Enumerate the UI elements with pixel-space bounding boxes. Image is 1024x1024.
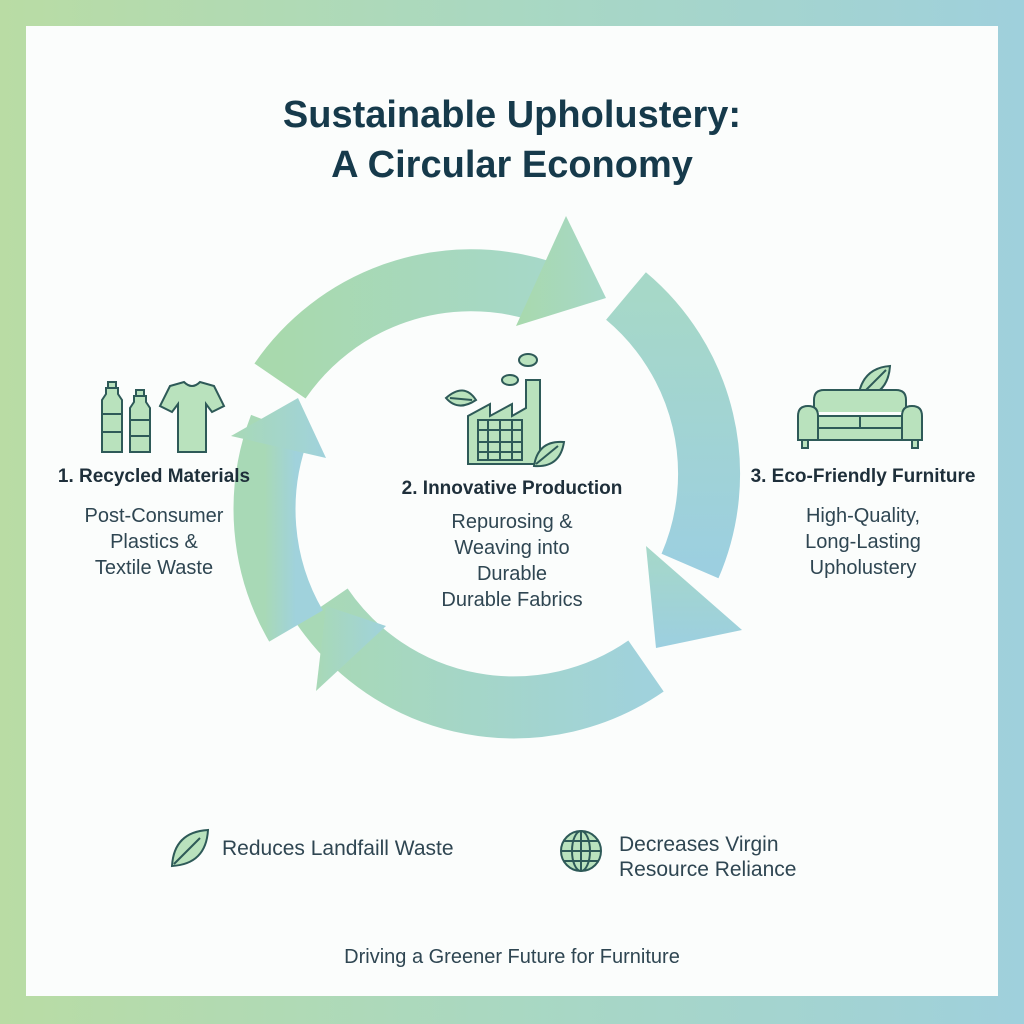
step-3-desc-line: High-Quality, (805, 505, 921, 527)
title-line-1: Sustainable Upholustery: (282, 94, 742, 136)
arrow-bottom-left (231, 398, 664, 739)
bottles-and-tshirt-icon (101, 380, 226, 453)
sofa-icon (797, 364, 923, 449)
factory-icon (444, 353, 566, 468)
arrow-top (254, 216, 606, 399)
benefit-line: Reduces Landfaill Waste (222, 837, 454, 860)
step-3-description: High-Quality, Long-Lasting Upholustery (738, 503, 988, 581)
title-line-2: A Circular Economy (331, 144, 693, 186)
benefit-line: Decreases Virgin (619, 833, 779, 856)
step-2-desc-line: Weaving into (454, 537, 570, 559)
step-1-desc-line: Textile Waste (94, 557, 214, 579)
step-1-description: Post-Consumer Plastics & Textile Waste (34, 503, 274, 581)
footer-tagline: Driving a Greener Future for Furniture (344, 946, 680, 968)
step-2-desc-line: Durable (476, 563, 548, 585)
step-1-desc-line: Post-Consumer (84, 505, 224, 527)
arrow-right (605, 272, 742, 648)
step-3-desc-line: Upholustery (809, 557, 917, 579)
step-2-title: 2. Innovative Production (401, 478, 623, 499)
step-2-desc-line: Repurosing & (451, 511, 573, 533)
page-title: Sustainable Upholustery: A Circular Econ… (26, 90, 998, 190)
globe-icon (560, 830, 602, 872)
step-1-desc-line: Plastics & (110, 531, 198, 553)
cycle-arrows (231, 216, 742, 739)
leaf-icon (170, 828, 210, 868)
benefit-virgin-resources: Decreases Virgin Resource Reliance (619, 832, 919, 882)
benefit-line: Resource Reliance (619, 858, 797, 881)
step-2-desc-line: Durable Fabrics (441, 589, 583, 611)
step-3-desc-line: Long-Lasting (805, 531, 921, 553)
benefit-landfill: Reduces Landfaill Waste (222, 836, 542, 861)
step-2-description: Repurosing & Weaving into Durable Durabl… (372, 509, 652, 613)
step-3-title: 3. Eco-Friendly Furniture (750, 466, 976, 487)
step-1-title: 1. Recycled Materials (57, 466, 251, 487)
diagram-card: Sustainable Upholustery: A Circular Econ… (26, 26, 998, 996)
